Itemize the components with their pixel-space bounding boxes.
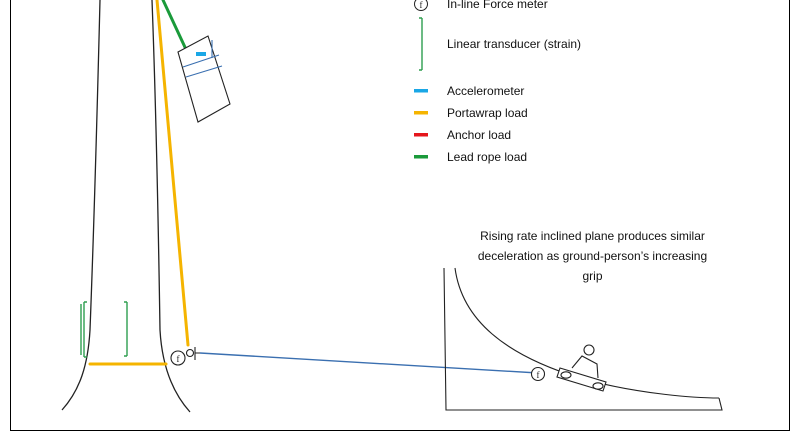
portawrap-load-line: [88, 0, 190, 366]
inclined-plane-caption: Rising rate inclined plane produces simi…: [455, 226, 730, 286]
sled-force-meter: f: [530, 366, 546, 382]
accelerometer-marker: [196, 52, 206, 56]
caption-line-2: deceleration as ground-person’s increasi…: [477, 249, 708, 263]
legend-anchor-swatch: [414, 133, 428, 137]
rising-rate-inclined-plane: [443, 267, 723, 411]
legend-lead-rope-swatch: [414, 155, 428, 159]
legend-label-anchor-load: Anchor load: [447, 128, 512, 142]
trunk-linear-transducer-right: [124, 301, 128, 357]
frame-right-border: [789, 0, 790, 430]
legend-label-portawrap-load: Portawrap load: [447, 106, 528, 120]
tree-force-meter: f: [170, 350, 186, 366]
sled-with-weight: [556, 344, 607, 392]
legend-portawrap-swatch: [414, 111, 428, 115]
tree-force-meter-glyph: f: [177, 354, 180, 364]
legend-linear-transducer-symbol: [419, 17, 423, 71]
legend-force-meter-glyph: f: [420, 0, 423, 10]
rope-to-sled: [199, 352, 539, 374]
legend-accelerometer-swatch: [414, 89, 428, 93]
pulley-block: [185, 347, 202, 360]
legend-label-accelerometer: Accelerometer: [447, 84, 525, 98]
trunk-linear-transducer-left: [80, 301, 87, 358]
tree-trunk: [61, 0, 191, 413]
caption-line-1: Rising rate inclined plane produces simi…: [480, 229, 705, 243]
legend-force-meter-symbol: f: [414, 0, 428, 11]
frame-left-border: [10, 0, 11, 430]
caption-line-3: grip: [582, 269, 603, 283]
legend-label-lead-rope-load: Lead rope load: [447, 150, 528, 164]
hanging-box: [177, 35, 231, 123]
legend-label-linear-transducer: Linear transducer (strain): [447, 37, 582, 51]
legend-label-force-meter: In-line Force meter: [447, 0, 548, 11]
sled-force-meter-glyph: f: [537, 370, 540, 380]
frame-bottom-border: [10, 430, 790, 431]
